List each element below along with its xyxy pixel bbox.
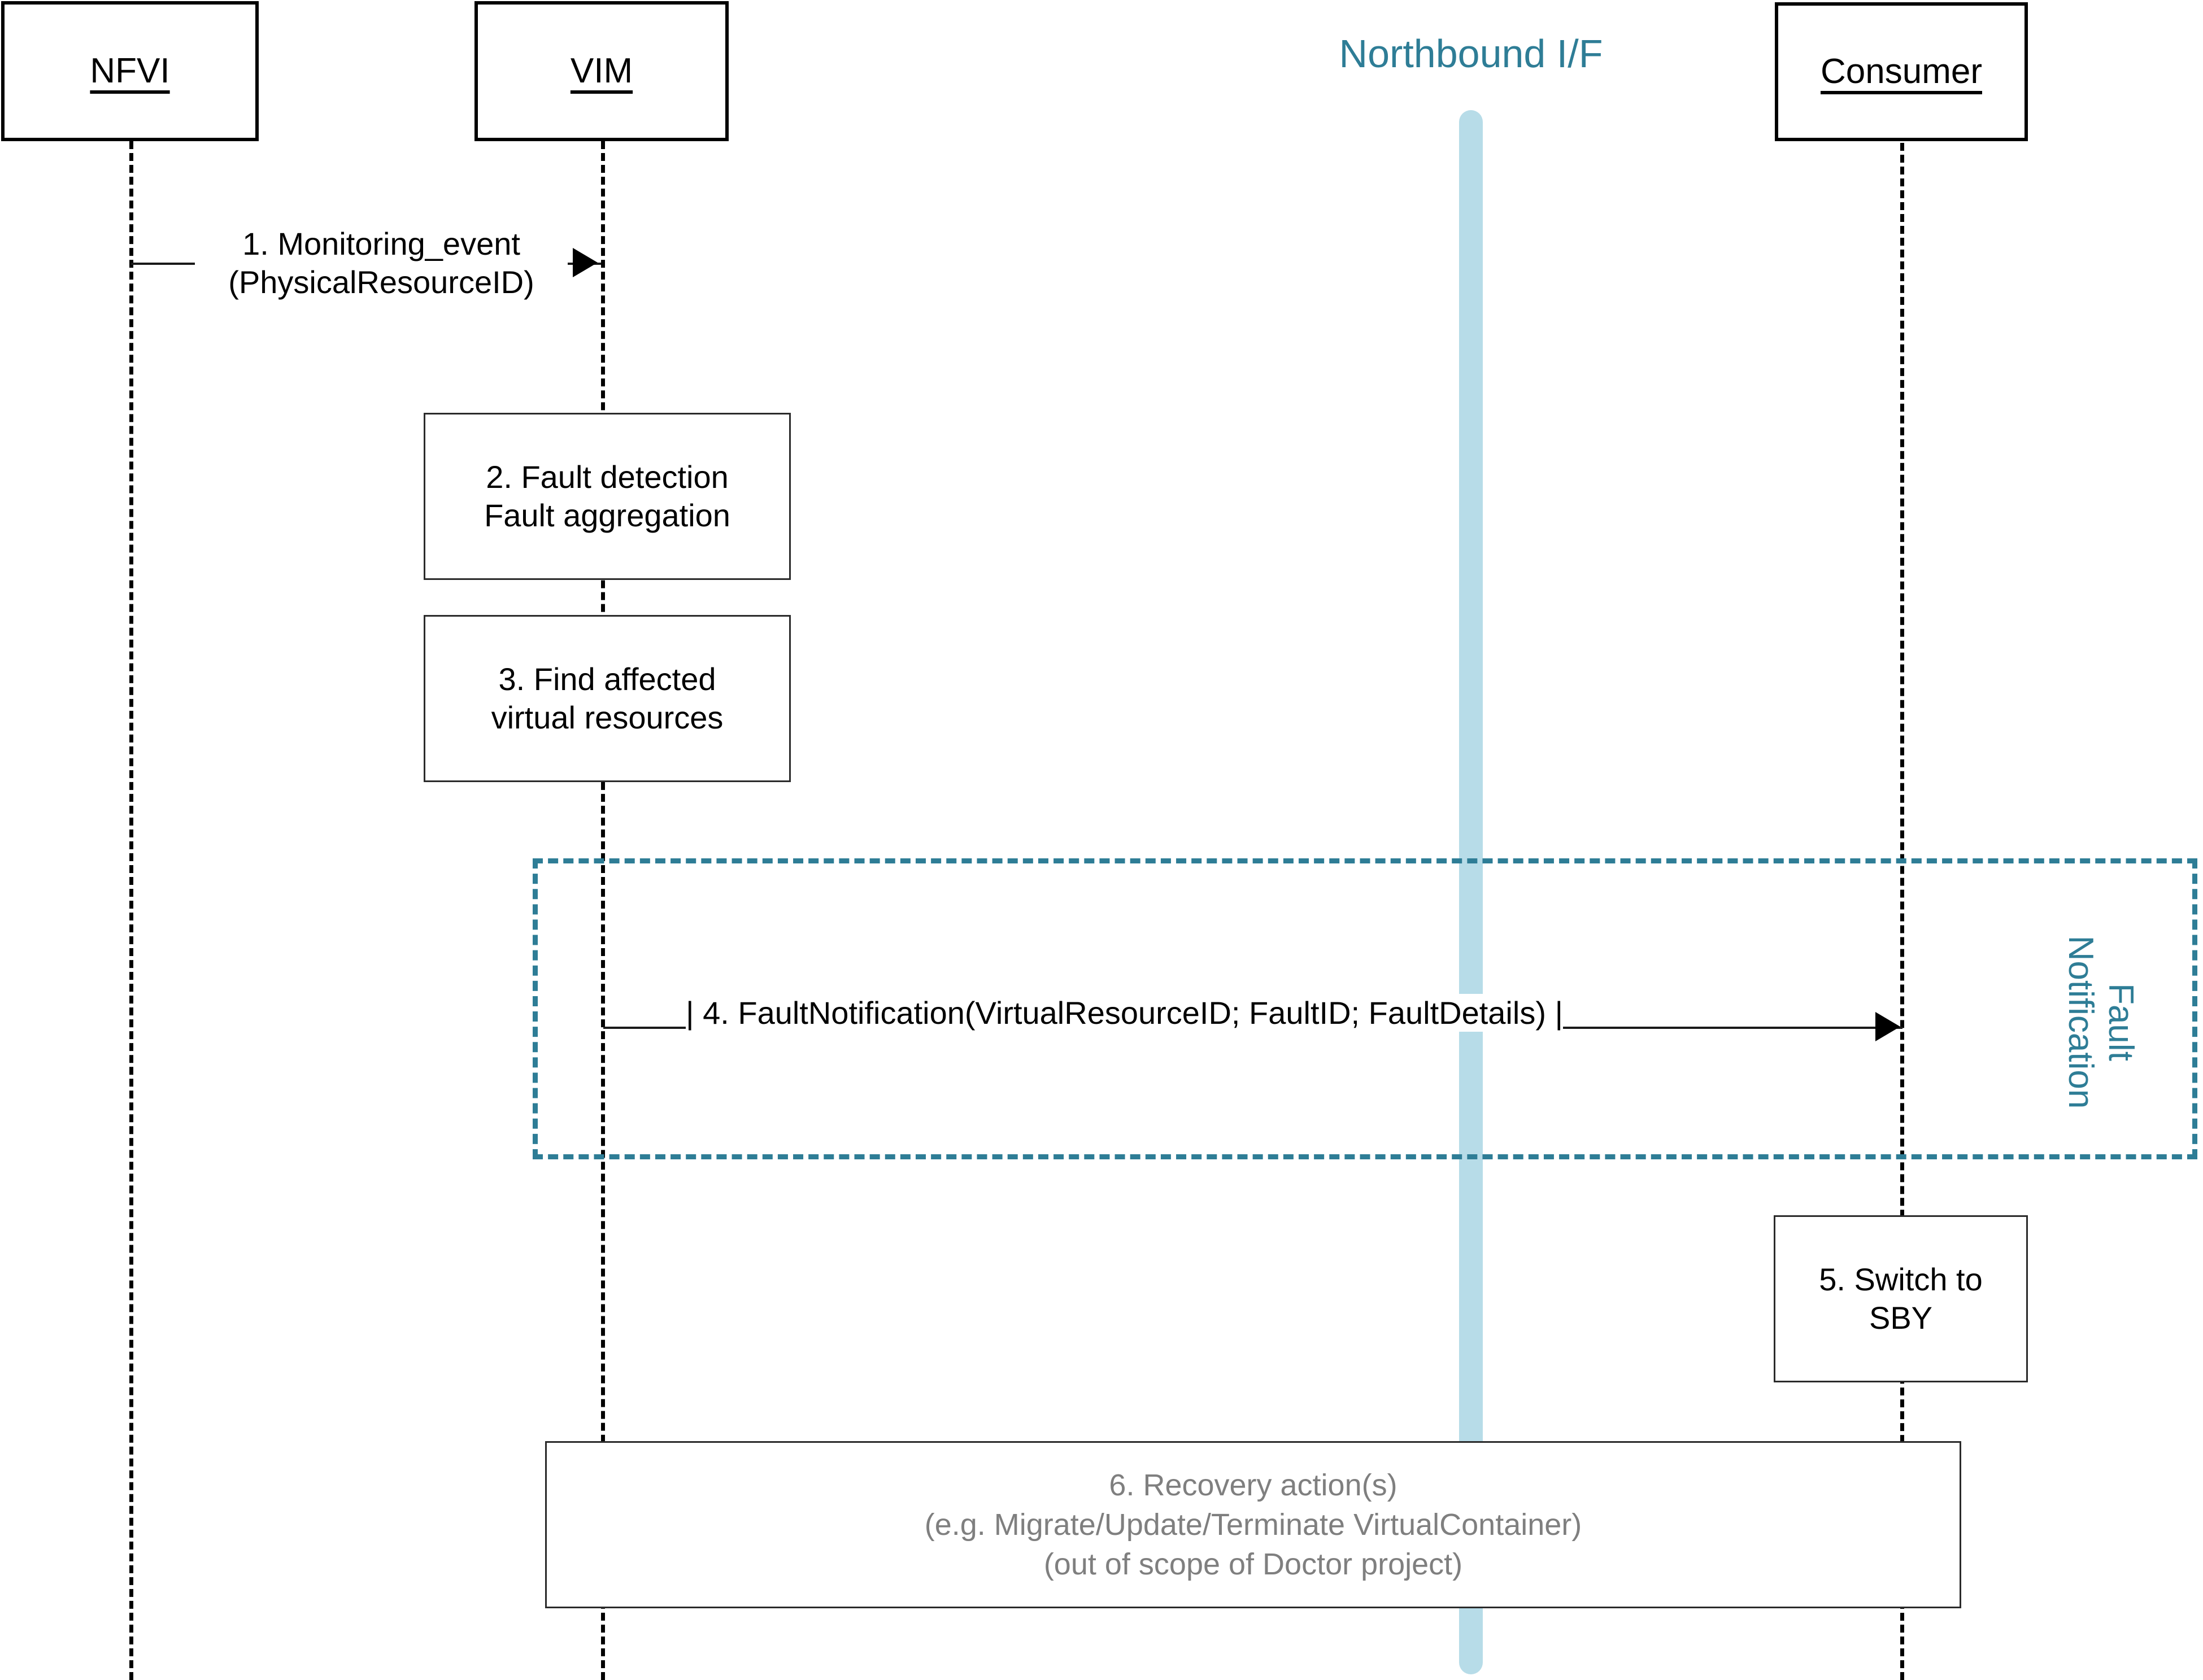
- activity-box-fault-detection[interactable]: 2. Fault detection Fault aggregation: [424, 413, 791, 580]
- northbound-interface-title: Northbound I/F: [1339, 32, 1603, 76]
- message-1-label: 1. Monitoring_event (PhysicalResourceID): [195, 225, 568, 302]
- actor-box-vim[interactable]: VIM: [474, 1, 729, 141]
- northbound-interface-bar: [1459, 110, 1483, 1674]
- message-1-label-line2: (PhysicalResourceID): [228, 264, 534, 300]
- actor-label-vim: VIM: [570, 51, 633, 90]
- activity-box-find-affected-resources[interactable]: 3. Find affected virtual resources: [424, 615, 791, 782]
- activity-3-line2: virtual resources: [491, 700, 724, 735]
- activity-5-line1: 5. Switch to: [1819, 1261, 1983, 1297]
- actor-label-consumer: Consumer: [1821, 52, 1982, 91]
- message-4-label: | 4. FaultNotification(VirtualResourceID…: [686, 994, 1564, 1032]
- actor-label-nfvi: NFVI: [90, 51, 170, 90]
- activity-box-recovery-actions[interactable]: 6. Recovery action(s) (e.g. Migrate/Upda…: [545, 1441, 1961, 1608]
- lifeline-consumer: [1900, 143, 1904, 1680]
- actor-box-nfvi[interactable]: NFVI: [1, 1, 259, 141]
- activity-6-line1: 6. Recovery action(s): [1109, 1468, 1397, 1502]
- fragment-label-fault-notification: Fault Notification: [2060, 904, 2141, 1141]
- actor-box-consumer[interactable]: Consumer: [1775, 2, 2028, 141]
- activity-box-switch-to-sby[interactable]: 5. Switch to SBY: [1774, 1215, 2028, 1382]
- activity-5-line2: SBY: [1869, 1300, 1933, 1336]
- lifeline-nfvi: [129, 141, 133, 1680]
- lifeline-vim: [601, 141, 605, 1680]
- fragment-fault-notification: [533, 858, 2197, 1159]
- activity-6-line2: (e.g. Migrate/Update/Terminate VirtualCo…: [924, 1507, 1582, 1542]
- activity-6-line3: (out of scope of Doctor project): [1043, 1547, 1463, 1582]
- activity-3-line1: 3. Find affected: [498, 661, 716, 697]
- activity-2-line2: Fault aggregation: [484, 498, 730, 533]
- fragment-label-line2: Notification: [2061, 935, 2100, 1109]
- fragment-label-line1: Fault: [2101, 983, 2140, 1061]
- message-1-label-line1: 1. Monitoring_event: [242, 226, 520, 261]
- message-4-arrowhead: [1875, 1012, 1900, 1041]
- message-1-arrowhead: [573, 248, 598, 277]
- activity-2-line1: 2. Fault detection: [486, 459, 729, 495]
